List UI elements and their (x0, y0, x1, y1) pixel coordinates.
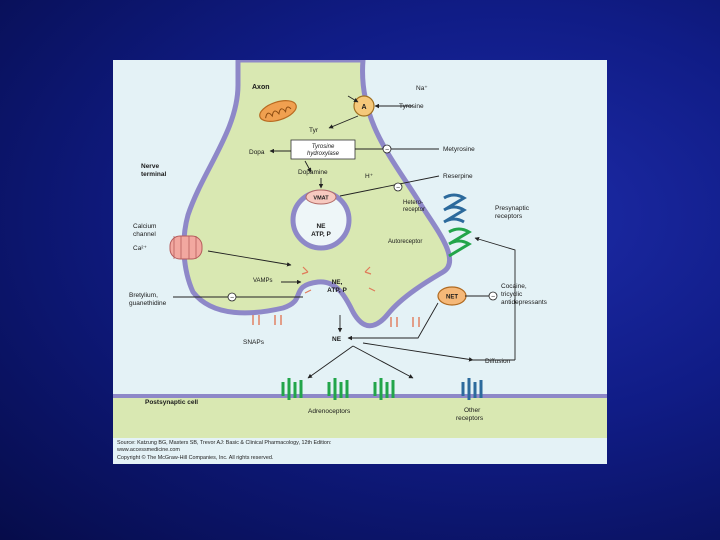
label-postsynaptic-cell: Postsynaptic cell (145, 399, 198, 406)
label-fused-contents: ATP, P (327, 287, 347, 294)
source-credit-line-3: Copyright © The McGraw-Hill Companies, I… (117, 455, 274, 461)
label-other-2: receptors (456, 415, 484, 422)
snap-complex-icon (252, 315, 420, 327)
label-reserpine: Reserpine (443, 173, 473, 180)
label-h-plus: H⁺ (365, 173, 374, 180)
label-hetero-1: Hetero- (403, 200, 423, 206)
autoreceptor-icon (448, 227, 472, 258)
adrenoceptor-icon (281, 378, 303, 400)
transporter-a (353, 95, 375, 117)
label-other-1: Other (464, 407, 481, 414)
label-fused-ne: NE, (332, 279, 343, 286)
source-credit-line-1: Source: Katzung BG, Masters SB, Trevor A… (117, 440, 332, 446)
source-credit-line-2[interactable]: www.accessmedicine.com (117, 447, 180, 453)
postsynaptic-cell (113, 396, 607, 438)
reserpine-inhibition (339, 175, 440, 197)
vamp-burst-icon (301, 266, 376, 294)
label-bretylium-1: Bretylium, (129, 292, 158, 299)
calcium-channel (169, 235, 203, 260)
label-nerve-terminal-2: terminal (141, 171, 166, 178)
label-presynaptic-1: Presynaptic (495, 205, 530, 212)
label-net: NET (446, 295, 458, 301)
label-metyrosine: Metyrosine (443, 146, 475, 153)
svg-text:−: − (491, 293, 495, 300)
label-ca2-plus: Ca²⁺ (133, 245, 147, 252)
label-nerve-terminal-1: Nerve (141, 163, 159, 170)
label-tyrosine: Tyrosine (399, 103, 424, 110)
label-tyr: Tyr (309, 127, 319, 134)
label-dopa: Dopa (249, 149, 265, 156)
label-vesicle-contents: ATP, P (311, 231, 331, 238)
label-na-plus: Na⁺ (416, 85, 428, 92)
vmat-transporter (305, 189, 337, 205)
adrenoceptor-icon (327, 378, 349, 400)
label-cocaine-1: Cocaine, (501, 283, 527, 290)
mitochondrion (259, 100, 297, 122)
label-calcium-2: channel (133, 231, 156, 238)
label-vamps: VAMPs (253, 278, 273, 284)
label-hetero-2: receptor (403, 207, 425, 213)
svg-text:−: − (396, 184, 400, 191)
label-enzyme-1: Tyrosine (312, 144, 335, 150)
label-calcium-1: Calcium (133, 223, 156, 230)
label-diffusion: Diffusion (485, 358, 511, 365)
label-vesicle-ne: NE (316, 223, 326, 230)
label-autoreceptor: Autoreceptor (388, 239, 422, 245)
svg-text:−: − (230, 294, 234, 301)
synapse-figure: − − − − Axon Na⁺ A Tyrosine Tyr Tyrosine… (113, 60, 607, 464)
label-presynaptic-2: receptors (495, 213, 523, 220)
synapse-diagram: − − − − Axon Na⁺ A Tyrosine Tyr Tyrosine… (113, 60, 607, 438)
label-snaps: SNAPs (243, 339, 265, 346)
label-cocaine-2: tricyclic (501, 291, 523, 298)
label-bretylium-2: guanethidine (129, 300, 167, 307)
label-vmat: VMAT (313, 196, 329, 202)
pathway-arrows (173, 95, 516, 379)
adrenoceptor-icon (373, 378, 395, 400)
heteroreceptor-icon (443, 193, 467, 224)
label-adrenoceptors: Adrenoceptors (308, 408, 351, 415)
tyrosine-hydroxylase-box (290, 139, 356, 160)
label-enzyme-2: hydroxylase (307, 151, 340, 157)
inhibition-symbol: − − − − (227, 144, 498, 302)
label-axon: Axon (252, 84, 270, 91)
label-dopamine: Dopamine (298, 169, 328, 176)
other-receptor-icon (461, 378, 483, 400)
mitochondrion-cristae (265, 106, 292, 119)
svg-text:−: − (385, 146, 389, 153)
label-cocaine-3: antidepressants (501, 299, 548, 306)
label-ne-cleft: NE (332, 336, 342, 343)
label-transporter-a: A (361, 104, 366, 111)
